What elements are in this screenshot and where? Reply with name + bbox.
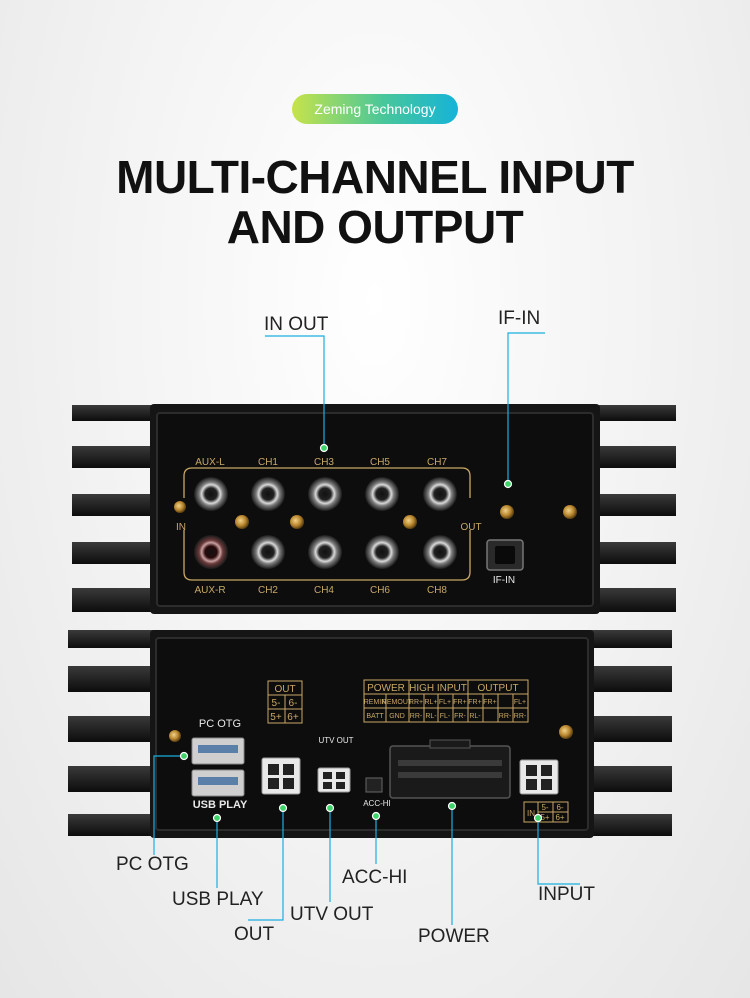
- silk-pc-otg: PC OTG: [199, 718, 241, 730]
- brand-badge: Zeming Technology: [292, 94, 458, 124]
- svg-text:RL+: RL+: [424, 699, 437, 706]
- input-connector: [519, 759, 559, 795]
- out-connector: [261, 757, 301, 795]
- callout-in-out: IN OUT: [264, 314, 329, 335]
- label-if-in: IF-IN: [493, 575, 515, 586]
- in-pin-table: IN 5- 6- 5+ 6+: [523, 801, 569, 823]
- svg-text:GND: GND: [389, 713, 405, 720]
- label-ch6: CH6: [370, 585, 390, 596]
- silk-acc-hi: ACC-HI: [363, 799, 391, 808]
- svg-text:REMOUT: REMOUT: [382, 699, 413, 706]
- svg-text:5-: 5-: [541, 803, 548, 812]
- svg-text:POWER: POWER: [367, 683, 405, 694]
- label-in: IN: [176, 522, 186, 533]
- rca-jacks-top: [194, 477, 457, 511]
- silk-usb-play: USB PLAY: [193, 799, 248, 811]
- svg-text:FR+: FR+: [483, 699, 496, 706]
- svg-text:FL+: FL+: [514, 699, 526, 706]
- svg-text:6-: 6-: [289, 698, 298, 709]
- svg-text:FL+: FL+: [439, 699, 451, 706]
- label-out: OUT: [460, 522, 481, 533]
- svg-text:OUT: OUT: [274, 684, 295, 695]
- callout-utv-out: UTV OUT: [290, 904, 374, 925]
- label-ch3: CH3: [314, 457, 334, 468]
- callout-lines: [153, 332, 580, 925]
- rca-jacks-bottom: [194, 535, 457, 569]
- label-ch2: CH2: [258, 585, 278, 596]
- label-ch4: CH4: [314, 585, 334, 596]
- callout-acc-hi: ACC-HI: [342, 867, 408, 888]
- svg-text:OUTPUT: OUTPUT: [477, 683, 518, 694]
- svg-text:HIGH INPUT: HIGH INPUT: [409, 683, 467, 694]
- callout-input: INPUT: [538, 884, 595, 905]
- callout-dots: [179, 443, 543, 823]
- label-ch8: CH8: [427, 585, 447, 596]
- top-unit: AUX-L CH1 CH3 CH5 CH7 AUX-R CH2 CH4 CH6 …: [72, 404, 676, 614]
- svg-text:5+: 5+: [540, 813, 549, 822]
- silk-utv-out: UTV OUT: [318, 736, 353, 745]
- callout-pc-otg: PC OTG: [116, 854, 189, 875]
- callout-if-in: IF-IN: [498, 308, 541, 329]
- label-ch7: CH7: [427, 457, 447, 468]
- svg-text:6-: 6-: [556, 803, 563, 812]
- svg-text:RR+: RR+: [409, 699, 423, 706]
- svg-text:RL-: RL-: [425, 713, 437, 720]
- label-ch5: CH5: [370, 457, 390, 468]
- label-aux-r: AUX-R: [194, 585, 225, 596]
- screws-bottom: [169, 725, 573, 742]
- power-connector: [389, 739, 511, 799]
- bottom-unit: PC OTG USB PLAY OUT 5- 6- 5+ 6+ UTV OUT: [68, 630, 672, 838]
- headline-line-1: MULTI-CHANNEL INPUT: [116, 151, 634, 203]
- label-ch1: CH1: [258, 457, 278, 468]
- svg-text:RR-: RR-: [514, 713, 527, 720]
- svg-text:FR+: FR+: [453, 699, 466, 706]
- svg-text:BATT: BATT: [366, 713, 384, 720]
- utv-out-connector: [317, 767, 351, 793]
- svg-text:IN: IN: [527, 809, 535, 818]
- callout-out: OUT: [234, 924, 275, 945]
- out-pin-table: OUT 5- 6- 5+ 6+: [267, 680, 303, 724]
- svg-text:5-: 5-: [272, 698, 281, 709]
- svg-text:6+: 6+: [287, 712, 299, 723]
- callout-power: POWER: [418, 926, 490, 947]
- headline-line-2: AND OUTPUT: [226, 201, 524, 253]
- label-aux-l: AUX-L: [195, 457, 225, 468]
- svg-text:REMIN: REMIN: [364, 699, 387, 706]
- screws-top: [174, 501, 577, 529]
- svg-text:FR-: FR-: [454, 713, 466, 720]
- svg-text:5+: 5+: [270, 712, 282, 723]
- svg-text:6+: 6+: [555, 813, 564, 822]
- acc-hi-switch: [365, 777, 383, 793]
- callout-usb-play: USB PLAY: [172, 889, 264, 910]
- svg-text:FR+: FR+: [468, 699, 481, 706]
- svg-text:FL-: FL-: [440, 713, 451, 720]
- power-pin-table: POWER HIGH INPUT OUTPUT REMIN REMOUT RR+…: [363, 679, 529, 723]
- svg-text:RL-: RL-: [469, 713, 481, 720]
- svg-text:RR-: RR-: [499, 713, 512, 720]
- svg-text:RR-: RR-: [410, 713, 423, 720]
